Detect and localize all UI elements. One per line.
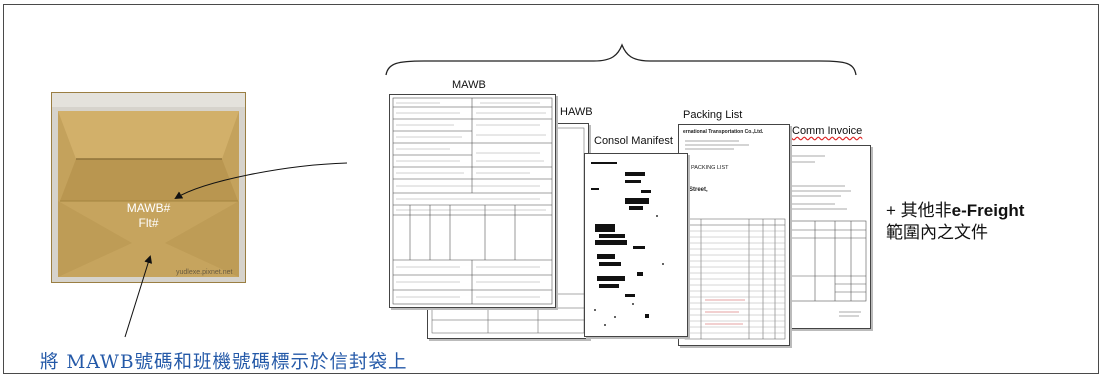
packing-list-street: Street, — [689, 187, 708, 193]
note-plus: + — [886, 201, 896, 220]
comm-invoice-document — [784, 145, 871, 329]
hawb-label: HAWB — [560, 106, 593, 118]
consol-manifest-document — [584, 153, 688, 337]
callout-arrows — [124, 162, 348, 338]
note-prefix: 其他非 — [900, 201, 952, 220]
arrow-to-envelope-label — [174, 162, 348, 200]
other-documents-note: + 其他非e-Freight 範圍內之文件 — [886, 200, 1024, 244]
packing-list-document: ernational Transportation Co.,Ltd. PACKI… — [678, 124, 790, 346]
mawb-label: MAWB — [452, 79, 486, 91]
note-line-2: 範圍內之文件 — [886, 223, 988, 242]
group-brace — [385, 43, 857, 76]
note-line-1: + 其他非e-Freight — [886, 200, 1024, 222]
envelope-mawb-label: MAWB# — [126, 201, 171, 215]
packing-list-field: PACKING LIST — [691, 165, 729, 171]
envelope-flight-label: Flt# — [138, 216, 159, 230]
arrow-from-caption — [124, 255, 153, 338]
envelope-label: MAWB# Flt# — [52, 201, 245, 231]
packing-list-header: ernational Transportation Co.,Ltd. — [683, 129, 764, 135]
envelope-caption: 將 MAWB號碼和班機號碼標示於信封袋上 — [40, 352, 408, 373]
envelope-watermark: yudlexe.pixnet.net — [176, 269, 233, 276]
packing-list-label: Packing List — [683, 109, 743, 121]
note-term: e-Freight — [951, 201, 1025, 220]
envelope-illustration — [52, 93, 245, 282]
comm-invoice-label: Comm Invoice — [792, 125, 863, 137]
slide-frame: MAWB# Flt# yudlexe.pixnet.net MAWB HAWB … — [3, 4, 1099, 374]
consol-manifest-label: Consol Manifest — [594, 135, 673, 147]
envelope-photo: MAWB# Flt# yudlexe.pixnet.net — [51, 92, 246, 283]
mawb-document — [389, 94, 556, 308]
